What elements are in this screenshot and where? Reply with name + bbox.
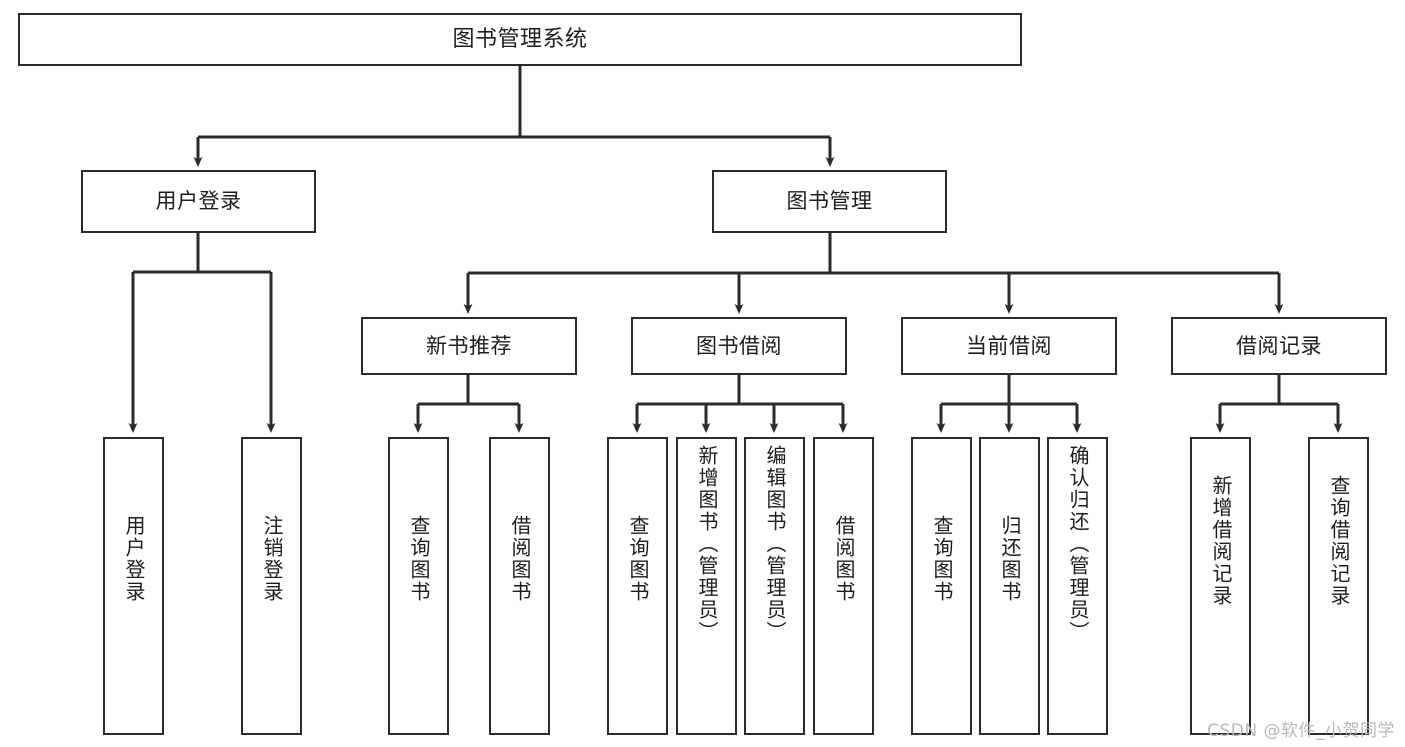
node-label: 用户登录 (155, 189, 242, 214)
node-label: 注销登录 (260, 515, 284, 603)
node-label: 新增图书（管理员） (695, 445, 719, 643)
leaf-confirm-return[interactable]: 确认归还（管理员） (1047, 437, 1108, 735)
leaf-query-book-1[interactable]: 查询图书 (388, 437, 449, 735)
node-label: 借阅图书 (832, 515, 856, 603)
leaf-return-book[interactable]: 归还图书 (979, 437, 1040, 735)
leaf-add-book[interactable]: 新增图书（管理员） (676, 437, 737, 735)
node-current-borrow[interactable]: 当前借阅 (901, 317, 1117, 375)
node-label: 借阅图书 (508, 515, 532, 603)
node-label: 确认归还（管理员） (1066, 445, 1090, 643)
node-root-system[interactable]: 图书管理系统 (18, 13, 1022, 66)
node-label: 新书推荐 (426, 333, 512, 358)
node-book-manage[interactable]: 图书管理 (712, 170, 947, 233)
node-label: 新增借阅记录 (1209, 475, 1233, 607)
node-new-book-recommend[interactable]: 新书推荐 (361, 317, 577, 375)
node-label: 查询借阅记录 (1327, 475, 1351, 607)
node-user-login[interactable]: 用户登录 (81, 170, 316, 233)
leaf-edit-book[interactable]: 编辑图书（管理员） (744, 437, 805, 735)
node-label: 查询图书 (407, 515, 431, 603)
node-book-borrow[interactable]: 图书借阅 (631, 317, 847, 375)
node-label: 图书管理系统 (452, 26, 588, 52)
leaf-borrow-book-1[interactable]: 借阅图书 (489, 437, 550, 735)
leaf-add-record[interactable]: 新增借阅记录 (1190, 437, 1251, 735)
leaf-borrow-book-2[interactable]: 借阅图书 (813, 437, 874, 735)
leaf-logout-login[interactable]: 注销登录 (241, 437, 302, 735)
watermark-text: CSDN @软件_小贺同学 (1207, 721, 1395, 741)
leaf-query-book-3[interactable]: 查询图书 (911, 437, 972, 735)
leaf-user-login[interactable]: 用户登录 (103, 437, 164, 735)
node-label: 归还图书 (998, 515, 1022, 603)
node-label: 编辑图书（管理员） (763, 445, 787, 643)
leaf-query-record[interactable]: 查询借阅记录 (1308, 437, 1369, 735)
node-label: 查询图书 (930, 515, 954, 603)
node-borrow-record[interactable]: 借阅记录 (1171, 317, 1387, 375)
node-label: 用户登录 (122, 515, 146, 603)
node-label: 借阅记录 (1236, 333, 1322, 358)
leaf-query-book-2[interactable]: 查询图书 (607, 437, 668, 735)
node-label: 查询图书 (626, 515, 650, 603)
node-label: 图书管理 (786, 189, 873, 214)
node-label: 图书借阅 (696, 333, 782, 358)
node-label: 当前借阅 (966, 333, 1052, 358)
